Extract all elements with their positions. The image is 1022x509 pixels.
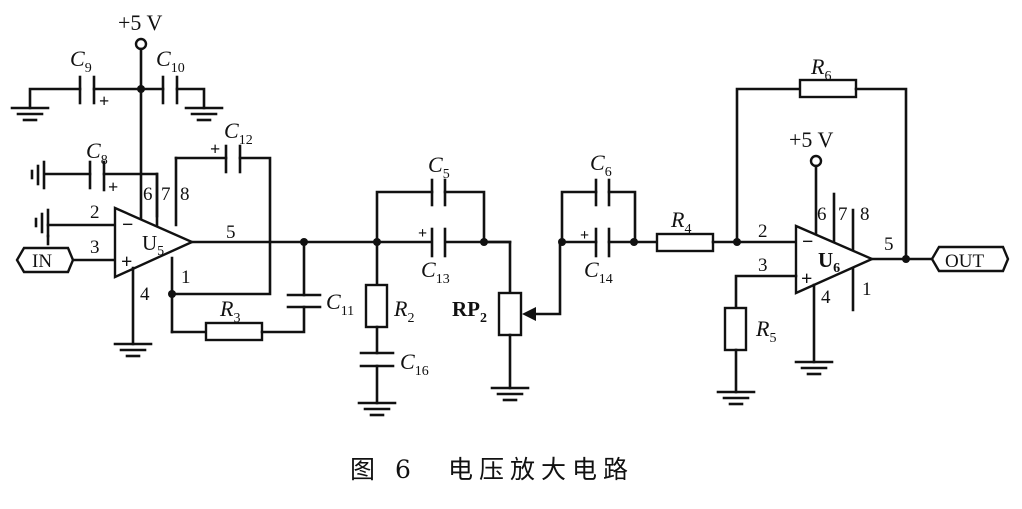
ground-icon	[490, 386, 530, 402]
potentiometer-rp2: RP2	[452, 240, 562, 390]
u6-label: U6	[818, 248, 840, 276]
label-c6: C6	[590, 150, 612, 180]
input-connector[interactable]: IN	[15, 246, 75, 274]
label-c10: C10	[156, 46, 185, 76]
label-r3: R3	[219, 296, 240, 326]
u5-label: U5	[142, 231, 164, 259]
u6-pin-6: 6	[817, 204, 827, 225]
supply-label-u5: +5 V	[118, 10, 163, 35]
resistor-r3: R3	[170, 296, 306, 342]
capacitor-c12: + C12	[170, 118, 272, 296]
capacitor-c13: + C13	[418, 225, 450, 287]
capacitor-c9: + C9	[28, 46, 143, 111]
u6-pin-4: 4	[821, 287, 831, 308]
capacitor-c11: C11	[286, 240, 354, 319]
u5-pin-3: 3	[90, 237, 100, 258]
u5-pin-1: 1	[181, 267, 191, 288]
u5-pin-7: 7	[161, 184, 171, 205]
supply-label-u6: +5 V	[789, 127, 834, 152]
label-r2: R2	[393, 296, 414, 326]
label-r4: R4	[670, 207, 691, 237]
u6-pin-7: 7	[838, 204, 848, 225]
label-c11: C11	[326, 289, 354, 319]
label-c5: C5	[428, 152, 450, 182]
u5-pin-4: 4	[140, 284, 150, 305]
opamp-u6: − + U6	[794, 224, 875, 295]
ground-icon	[184, 106, 224, 122]
inv-sign: −	[802, 231, 813, 253]
wiper-arrow-icon	[522, 307, 536, 321]
junction	[168, 290, 176, 298]
label-c8: C8	[86, 138, 108, 168]
label-c14: C14	[584, 257, 613, 287]
noninv-sign: +	[801, 268, 812, 290]
ground-icon	[716, 390, 756, 406]
u5-pin-6: 6	[143, 184, 153, 205]
label-c12: C12	[224, 118, 253, 148]
noninv-sign: +	[121, 251, 132, 273]
figure-title: 电压放大电路	[448, 455, 634, 484]
capacitor-c16: C16	[359, 349, 429, 405]
resistor-r6: R6	[735, 54, 908, 261]
output-connector[interactable]: OUT	[930, 245, 1010, 273]
resistor-r4: R4	[655, 207, 798, 253]
u6-pin-3: 3	[758, 255, 768, 276]
polarity-mark: +	[108, 177, 118, 197]
u5-pin-8: 8	[180, 184, 190, 205]
supply-terminal-u5	[134, 37, 148, 51]
capacitor-c14: + C14	[560, 227, 658, 287]
ground-icon	[10, 106, 50, 122]
label-c16: C16	[400, 349, 429, 379]
label-r5: R5	[755, 316, 776, 346]
resistor-r5: R5	[723, 306, 776, 394]
supply-terminal-u6	[809, 154, 823, 168]
ground-icon	[34, 208, 50, 238]
opamp-u5: − + U5	[113, 206, 195, 279]
polarity-mark: +	[210, 139, 220, 159]
label-c13: C13	[421, 257, 450, 287]
polarity-mark: +	[580, 227, 589, 244]
capacitor-c6: C6	[560, 150, 637, 244]
resistor-r2: R2	[364, 240, 414, 355]
ground-icon	[113, 342, 153, 358]
polarity-mark: +	[418, 225, 427, 242]
figure-number: 图 6	[350, 455, 417, 484]
junction	[902, 255, 910, 263]
label-r6: R6	[810, 54, 831, 84]
u6-pin-8: 8	[860, 204, 870, 225]
polarity-mark: +	[99, 91, 109, 111]
capacitor-c5: C5	[375, 152, 486, 244]
u6-pin-2: 2	[758, 221, 768, 242]
input-label: IN	[32, 251, 52, 272]
u5-pin-5: 5	[226, 222, 236, 243]
u5-pin-2: 2	[90, 202, 100, 223]
label-rp2: RP2	[452, 297, 487, 326]
ground-icon	[357, 401, 397, 417]
label-c9: C9	[70, 46, 92, 76]
inv-sign: −	[122, 214, 133, 236]
ground-icon	[794, 360, 834, 376]
capacitor-c10: C10	[139, 46, 206, 110]
junction	[630, 238, 638, 246]
ground-icon	[30, 160, 46, 190]
u6-pin-1: 1	[862, 279, 872, 300]
output-label: OUT	[945, 251, 984, 272]
u6-pin-5: 5	[884, 234, 894, 255]
u6-noninv-wire	[734, 274, 798, 310]
